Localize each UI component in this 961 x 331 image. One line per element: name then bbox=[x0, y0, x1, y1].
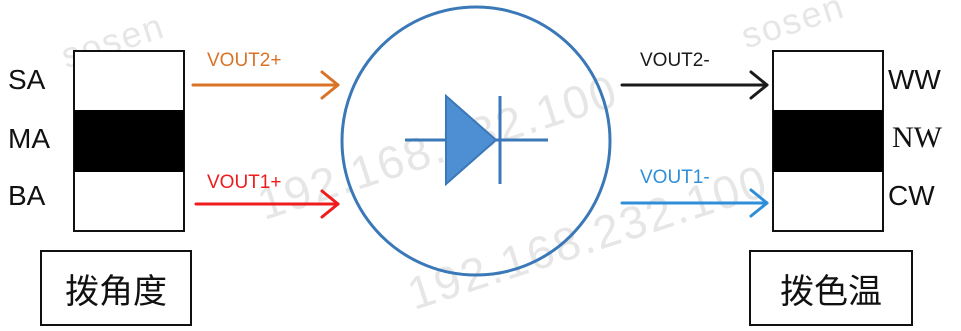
left-label-ba: BA bbox=[8, 180, 46, 211]
left-label-sa: SA bbox=[8, 64, 46, 95]
left-label-ma: MA bbox=[8, 123, 50, 154]
arrow-vout2-plus bbox=[191, 70, 340, 100]
label-vout1-plus: VOUT1+ bbox=[207, 172, 282, 193]
right-caption-box: 拨色温 bbox=[749, 250, 913, 326]
diode-icon bbox=[405, 93, 548, 187]
right-label-nw: NW bbox=[892, 121, 942, 154]
left-caption-box: 拨角度 bbox=[40, 250, 192, 326]
label-vout1-minus: VOUT1- bbox=[640, 167, 710, 188]
arrow-vout1-minus bbox=[620, 188, 769, 218]
right-switch-slider bbox=[773, 110, 883, 172]
right-label-cw: CW bbox=[888, 180, 935, 211]
left-switch-slider bbox=[74, 110, 184, 172]
led-circle bbox=[340, 5, 612, 277]
left-caption: 拨角度 bbox=[65, 271, 167, 312]
arrow-vout2-minus bbox=[620, 70, 769, 100]
label-vout2-minus: VOUT2- bbox=[640, 50, 710, 71]
label-vout2-plus: VOUT2+ bbox=[207, 50, 282, 71]
right-label-ww: WW bbox=[888, 64, 941, 95]
arrow-vout1-plus bbox=[194, 189, 340, 219]
right-caption: 拨色温 bbox=[780, 271, 882, 312]
